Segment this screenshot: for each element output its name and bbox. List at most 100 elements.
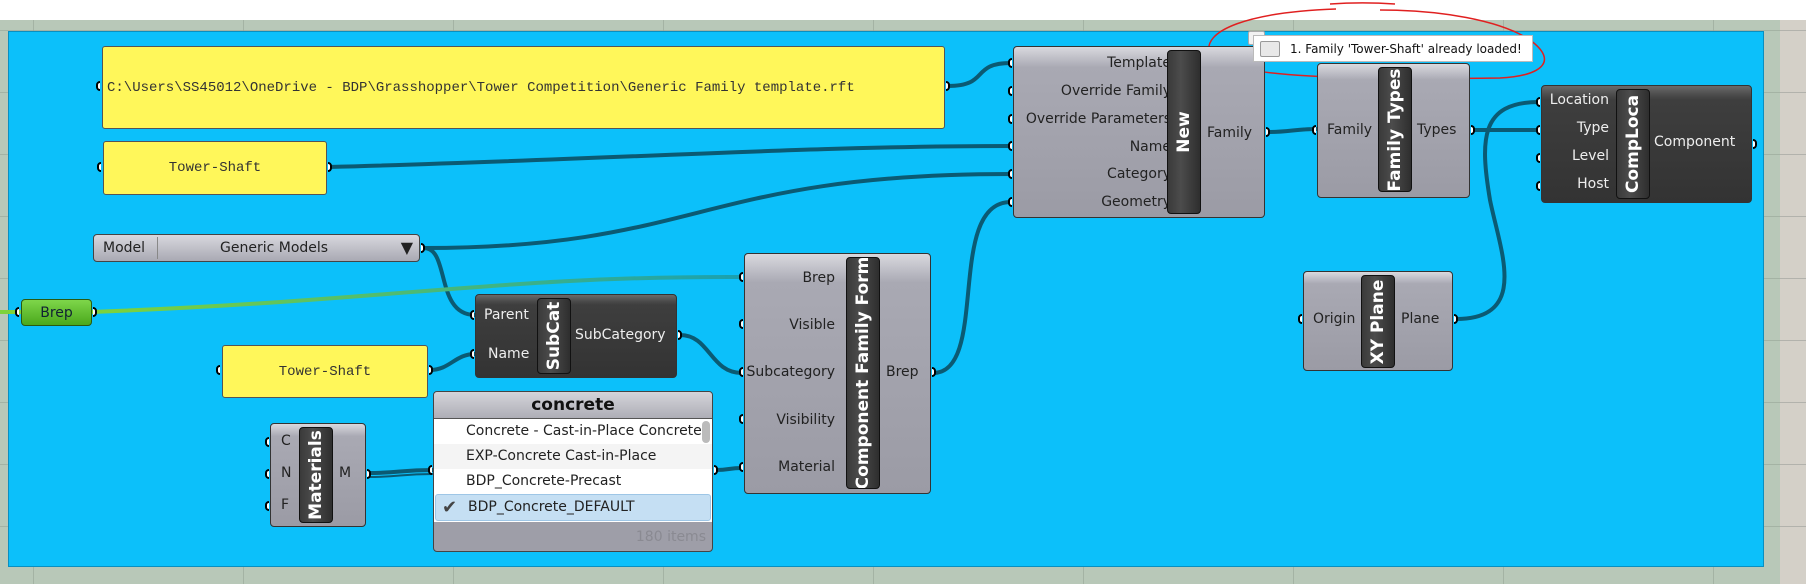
subcat-component[interactable]: Parent Name SubCat SubCategory — [475, 294, 677, 378]
subcat-panel-output-grip[interactable] — [429, 365, 433, 375]
brep-param-output-grip[interactable] — [93, 307, 97, 317]
xy-plane-output-grip[interactable] — [1454, 314, 1458, 324]
xy-plane-nickname: XY Plane — [1361, 275, 1395, 368]
new-output-grip[interactable] — [1266, 127, 1270, 137]
value-list-item-selected[interactable]: ✔BDP_Concrete_DEFAULT — [435, 494, 711, 521]
form-visibility-grip[interactable] — [739, 414, 743, 424]
new-override-family-grip[interactable] — [1008, 86, 1012, 96]
subcategory-name-text: Tower-Shaft — [278, 363, 372, 380]
brep-param-label: Brep — [40, 304, 73, 321]
materials-c-grip[interactable] — [265, 437, 269, 447]
family-types-component[interactable]: Family Family Types Types — [1317, 63, 1470, 198]
template-path-panel[interactable]: C:\Users\SS45012\OneDrive - BDP\Grasshop… — [102, 46, 945, 129]
value-list-item[interactable]: EXP-Concrete Cast-in-Place — [434, 444, 712, 469]
value-list-output-grip[interactable] — [714, 465, 718, 475]
materials-output-grip[interactable] — [367, 469, 371, 479]
subcat-parent-grip[interactable] — [470, 310, 474, 320]
new-family-component[interactable]: Template Override Family Override Parame… — [1013, 46, 1265, 218]
input-brep[interactable]: Brep — [802, 270, 835, 286]
input-f[interactable]: F — [281, 497, 290, 513]
brep-param[interactable]: Brep — [21, 299, 92, 326]
concrete-value-list[interactable]: concrete Concrete - Cast-in-Place Concre… — [433, 391, 713, 552]
dropdown-output-grip[interactable] — [421, 243, 425, 253]
value-list-input-grip[interactable] — [428, 465, 432, 475]
value-list-item[interactable]: BDP_Concrete-Precast — [466, 473, 622, 489]
value-list-title: concrete — [434, 392, 712, 419]
materials-component[interactable]: C N F Materials M — [270, 423, 366, 527]
input-template[interactable]: Template — [1107, 55, 1171, 71]
output-m[interactable]: M — [339, 465, 352, 481]
xy-plane-input-grip[interactable] — [1298, 314, 1302, 324]
input-host[interactable]: Host — [1577, 176, 1609, 192]
new-template-grip[interactable] — [1008, 58, 1012, 68]
component-family-form[interactable]: Brep Visible Subcategory Visibility Mate… — [744, 253, 931, 494]
new-category-grip[interactable] — [1008, 169, 1012, 179]
name-panel-input-grip[interactable] — [97, 162, 101, 172]
output-family[interactable]: Family — [1207, 125, 1253, 141]
new-name-grip[interactable] — [1008, 141, 1012, 151]
materials-nickname: Materials — [299, 427, 333, 523]
input-geometry[interactable]: Geometry — [1101, 194, 1171, 210]
input-n[interactable]: N — [281, 465, 292, 481]
xy-plane-component[interactable]: Origin XY Plane Plane — [1303, 271, 1453, 371]
output-types[interactable]: Types — [1417, 122, 1457, 138]
output-subcategory[interactable]: SubCategory — [575, 327, 666, 343]
input-override-family[interactable]: Override Family — [1060, 83, 1171, 99]
comploca-location-grip[interactable] — [1536, 97, 1540, 107]
triangle-down-icon[interactable]: ▼ — [400, 238, 413, 257]
family-name-panel[interactable]: Tower-Shaft — [103, 141, 327, 195]
input-name[interactable]: Name — [488, 346, 530, 362]
form-visible-grip[interactable] — [739, 319, 743, 329]
input-type[interactable]: Type — [1576, 120, 1609, 136]
value-list-scrollbar[interactable] — [702, 421, 710, 443]
input-visibility[interactable]: Visibility — [776, 412, 835, 428]
template-path-text: C:\Users\SS45012\OneDrive - BDP\Grasshop… — [107, 79, 855, 96]
form-material-grip[interactable] — [739, 462, 743, 472]
category-dropdown[interactable]: Model Generic Models ▼ — [93, 234, 420, 262]
family-types-input-grip[interactable] — [1312, 125, 1316, 135]
value-list-item[interactable]: Concrete - Cast-in-Place Concrete — [466, 423, 702, 439]
input-visible[interactable]: Visible — [789, 317, 835, 333]
new-geometry-grip[interactable] — [1008, 197, 1012, 207]
input-family[interactable]: Family — [1327, 122, 1373, 138]
comploca-level-grip[interactable] — [1536, 153, 1540, 163]
comploca-type-grip[interactable] — [1536, 125, 1540, 135]
input-location[interactable]: Location — [1549, 92, 1609, 108]
input-origin[interactable]: Origin — [1313, 311, 1356, 327]
family-name-text: Tower-Shaft — [168, 160, 262, 176]
input-c[interactable]: C — [281, 433, 291, 449]
output-component[interactable]: Component — [1654, 134, 1736, 150]
subcat-output-grip[interactable] — [678, 330, 682, 340]
form-brep-grip[interactable] — [739, 272, 743, 282]
comploca-host-grip[interactable] — [1536, 181, 1540, 191]
comploca-output-grip[interactable] — [1753, 139, 1757, 149]
dropdown-label: Model — [103, 240, 146, 256]
subcat-name-grip[interactable] — [470, 349, 474, 359]
materials-f-grip[interactable] — [265, 501, 269, 511]
value-list-count: 180 items — [635, 529, 706, 545]
input-override-parameters[interactable]: Override Parameters — [1025, 111, 1171, 127]
speech-bubble-icon — [1260, 40, 1280, 57]
value-list-items[interactable]: Concrete - Cast-in-Place Concrete EXP-Co… — [434, 419, 712, 522]
brep-param-input-grip[interactable] — [15, 307, 19, 317]
input-name[interactable]: Name — [1129, 139, 1171, 155]
input-material[interactable]: Material — [778, 459, 835, 475]
form-output-grip[interactable] — [932, 367, 936, 377]
subcat-panel-input-grip[interactable] — [216, 365, 220, 375]
form-subcategory-grip[interactable] — [739, 367, 743, 377]
subcategory-name-panel[interactable]: Tower-Shaft — [222, 345, 428, 398]
input-parent[interactable]: Parent — [484, 307, 529, 323]
template-panel-input-grip[interactable] — [96, 81, 100, 91]
materials-n-grip[interactable] — [265, 469, 269, 479]
output-brep[interactable]: Brep — [886, 364, 919, 380]
warning-tooltip: 1. Family 'Tower-Shaft' already loaded! — [1253, 35, 1533, 62]
name-panel-output-grip[interactable] — [328, 162, 332, 172]
comploca-component[interactable]: Location Type Level Host CompLoca Compon… — [1541, 85, 1752, 203]
new-override-parameters-grip[interactable] — [1008, 114, 1012, 124]
input-level[interactable]: Level — [1572, 148, 1609, 164]
output-plane[interactable]: Plane — [1401, 311, 1440, 327]
input-subcategory[interactable]: Subcategory — [746, 364, 835, 380]
family-types-output-grip[interactable] — [1471, 125, 1475, 135]
input-category[interactable]: Category — [1107, 166, 1171, 182]
template-panel-output-grip[interactable] — [946, 81, 950, 91]
